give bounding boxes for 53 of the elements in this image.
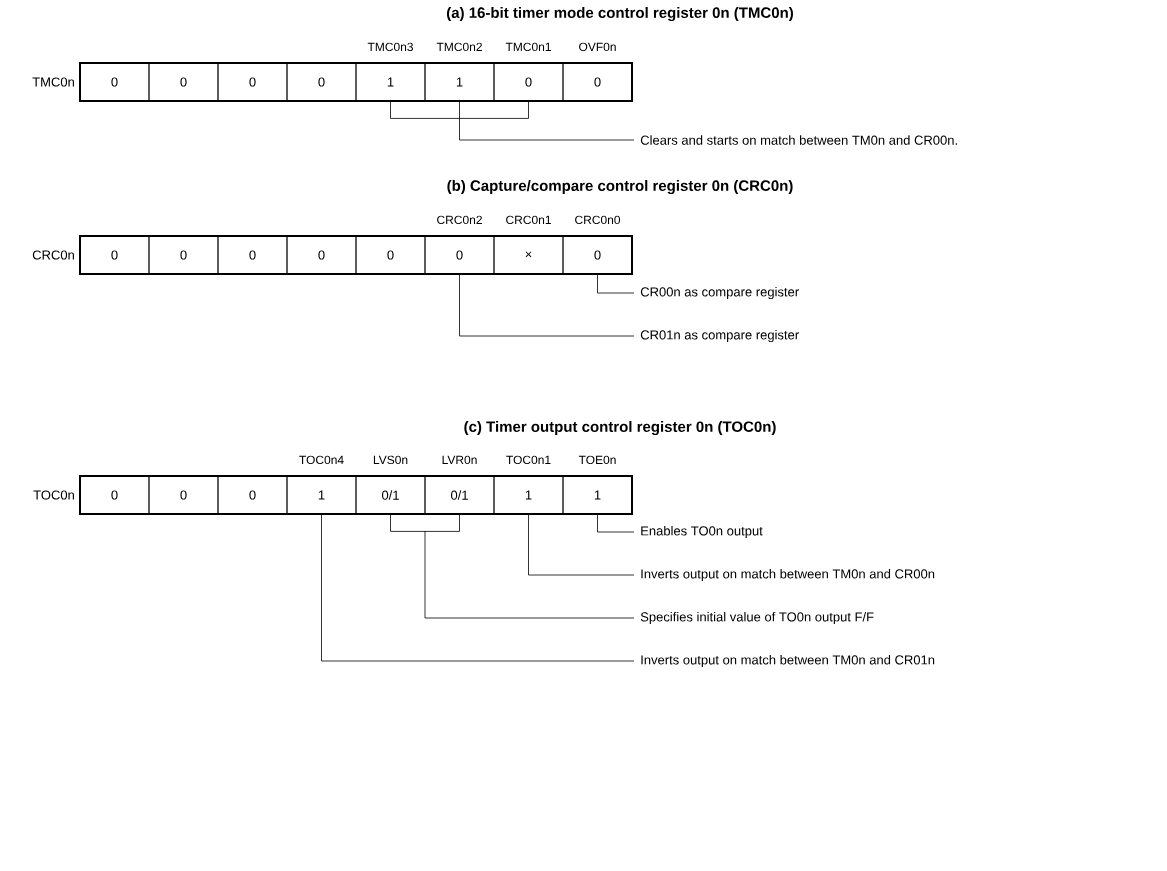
leader-line [321, 514, 635, 662]
node-label: 0 [111, 77, 118, 87]
leader-line [459, 274, 635, 337]
description-text: Inverts output on match between TM0n and CR00n [641, 568, 935, 582]
bit-name: TMC0n1 [505, 42, 551, 52]
bit-cell: 0 [148, 475, 219, 515]
description-text: CR00n as compare register [640, 286, 799, 300]
leader-line [390, 514, 635, 619]
section-title: (c) Timer output control register 0n (TOC0n) [464, 421, 776, 436]
node-label: 0 [111, 490, 118, 500]
description-text: Clears and starts on match between TM0n and CR00n. [640, 135, 957, 145]
bit-cell: 1 [562, 475, 633, 515]
bit-name: TOC0n4 [299, 455, 344, 465]
description-text: Enables TO0n output [641, 525, 763, 539]
bit-cell: 0 [355, 235, 426, 275]
bit-cell: 0 [217, 235, 288, 275]
bit-name: TOC0n1 [506, 455, 551, 465]
section-title: (b) Capture/compare control register 0n (CRC0n) [447, 180, 793, 195]
description-text: Specifies initial value of TO0n output F/F [640, 611, 874, 625]
bit-cell: 0/1 [424, 475, 495, 515]
bit-cell: 1 [493, 475, 564, 515]
bit-name: CRC0n2 [437, 215, 482, 225]
node-label: 0 [111, 250, 118, 260]
bit-cell: 1 [355, 62, 426, 102]
bit-name: TOE0n [578, 455, 616, 465]
bit-cell: 0 [562, 62, 633, 102]
bit-cell: 0 [217, 475, 288, 515]
bit-cell: 0 [148, 235, 219, 275]
bit-cell: 0/1 [355, 475, 426, 515]
bit-cell: 0 [286, 62, 357, 102]
bit-cell: 1 [286, 475, 357, 515]
bit-cell: 0 [493, 62, 564, 102]
bit-name: LVS0n [373, 455, 408, 465]
bit-cell: 0 [424, 235, 495, 275]
bit-name: CRC0n1 [506, 215, 551, 225]
leader-line [390, 101, 635, 141]
bit-name: OVF0n [579, 42, 616, 52]
leader-line [597, 274, 635, 294]
bit-cell: 0 [148, 62, 219, 102]
leader-line [597, 514, 635, 533]
bit-cell: × [493, 235, 564, 275]
leader-line [528, 514, 635, 576]
description-text: Inverts output on match between TM0n and CR01n [641, 654, 935, 668]
bit-cell: 1 [424, 62, 495, 102]
bit-cell: 0 [217, 62, 288, 102]
section-title: (a) 16-bit timer mode control register 0n (TMC0n) [447, 7, 793, 22]
bit-name: TMC0n3 [367, 42, 413, 52]
bit-name: TMC0n2 [436, 42, 482, 52]
bit-name: LVR0n [442, 455, 477, 465]
description-text: CR01n as compare register [640, 329, 799, 343]
bit-cell: 0 [286, 235, 357, 275]
bit-cell: 0 [562, 235, 633, 275]
bit-name: CRC0n0 [575, 215, 621, 225]
